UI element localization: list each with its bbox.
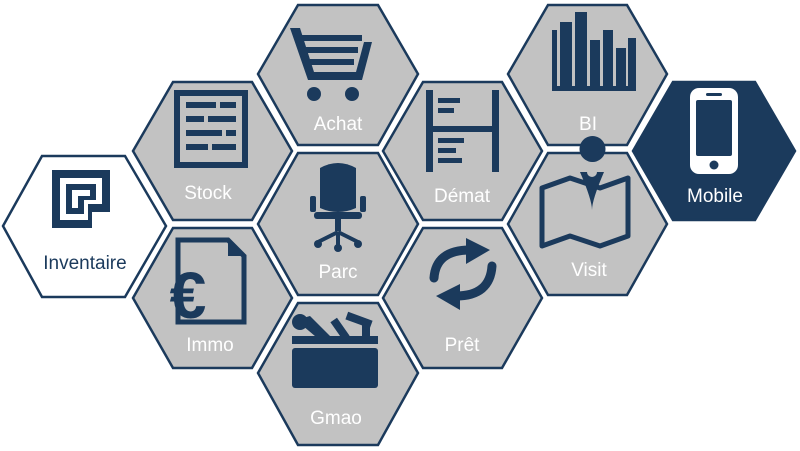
module-label-stock: Stock — [184, 183, 232, 204]
module-label-mobile: Mobile — [687, 186, 743, 207]
map-pin-icon — [539, 136, 631, 249]
shelves-icon — [174, 90, 248, 168]
office-chair-icon — [310, 163, 366, 252]
hex-parc[interactable]: Parc — [256, 151, 420, 297]
module-label-parc: Parc — [318, 262, 357, 283]
svg-text:€: € — [170, 258, 207, 332]
hex-visit[interactable]: Visit — [506, 136, 669, 297]
hex-gmao[interactable]: Gmao — [256, 301, 420, 447]
module-label-bi: BI — [579, 114, 597, 135]
toolbox-icon — [292, 311, 378, 388]
module-label-immo: Immo — [186, 335, 234, 356]
module-label-pret: Prêt — [445, 335, 481, 356]
hex-achat[interactable]: Achat — [256, 3, 420, 147]
document-rack-icon — [426, 90, 499, 172]
euro-document-icon: € — [170, 237, 247, 332]
module-label-achat: Achat — [314, 114, 363, 135]
rfid-tag-icon — [52, 170, 110, 228]
hex-stock[interactable]: Stock — [131, 80, 294, 222]
module-label-inventaire: Inventaire — [43, 253, 126, 274]
hex-mobile[interactable]: Mobile — [631, 80, 797, 222]
hex-demat[interactable]: Démat — [381, 80, 544, 222]
shopping-cart-icon — [290, 28, 372, 101]
module-label-gmao: Gmao — [310, 408, 362, 429]
hex-pret[interactable]: Prêt — [381, 226, 544, 370]
exchange-arrows-icon — [429, 238, 497, 310]
module-label-demat: Démat — [434, 186, 491, 207]
hex-immo[interactable]: € Immo — [131, 226, 294, 370]
hex-bi[interactable]: BI — [506, 3, 669, 147]
bar-chart-icon — [552, 12, 636, 91]
hex-inventaire[interactable]: Inventaire — [1, 154, 168, 299]
module-label-visit: Visit — [571, 260, 607, 281]
smartphone-icon — [690, 88, 738, 174]
